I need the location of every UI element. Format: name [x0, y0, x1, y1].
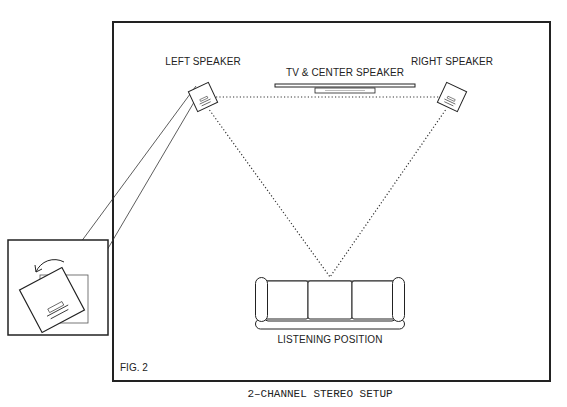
tv-center-speaker-node: TV & CENTER SPEAKER [275, 82, 415, 94]
speaker-shape [439, 84, 465, 110]
tv-center-speaker-shape [275, 82, 415, 94]
speaker-node: LEFT SPEAKER [190, 84, 216, 110]
figure-number: FIG. 2 [120, 362, 148, 373]
node-label: TV & CENTER SPEAKER [286, 67, 404, 78]
sofa-shape [255, 277, 405, 330]
caption: 2–CHANNEL STEREO SETUP [120, 388, 520, 400]
sofa-node: LISTENING POSITION [255, 277, 405, 330]
inset-box [8, 240, 108, 335]
inset-speaker [20, 260, 88, 333]
speaker-shape [190, 84, 216, 110]
room-wall [113, 22, 550, 381]
node-label: LEFT SPEAKER [165, 56, 241, 67]
node-label: RIGHT SPEAKER [411, 56, 493, 67]
dotted-connector [216, 96, 439, 97]
speaker-node: RIGHT SPEAKER [439, 84, 465, 110]
leader-line [100, 92, 200, 262]
leader-line [78, 86, 196, 246]
dotted-connector [210, 110, 331, 277]
dotted-connector [330, 110, 446, 277]
node-label: LISTENING POSITION [277, 334, 382, 345]
